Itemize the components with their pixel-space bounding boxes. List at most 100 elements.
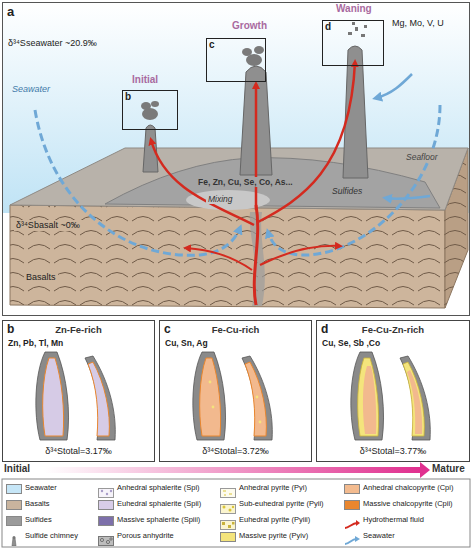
legend-swatch	[344, 500, 360, 510]
panel-letter: c	[164, 322, 171, 336]
legend-text: Anhedral chalcopyrite (Cpi)	[363, 483, 453, 492]
panel-letter: a	[7, 4, 14, 20]
chimneys	[361, 34, 365, 37]
legend-swatch	[229, 509, 232, 512]
ocean	[3, 3, 469, 213]
material-label: Basalts	[24, 272, 58, 283]
stage-label: Growth	[232, 20, 267, 32]
legend-swatch	[220, 504, 236, 514]
legend-text: Euhedral sphalerite (Spii)	[117, 499, 201, 508]
legend-text: Massive chalcopyrite (Cpii)	[363, 499, 453, 508]
flow-label: Seawater	[12, 84, 50, 95]
legend-swatch	[100, 538, 103, 541]
chimney-section-d	[351, 352, 384, 440]
isotope-value: δ³⁴Stotal=3.77‰	[360, 446, 427, 457]
hydrothermal-fluid	[260, 246, 340, 265]
chimney-section-b	[85, 356, 115, 440]
legend-swatch	[106, 540, 109, 543]
progress-arrow	[44, 467, 420, 473]
chimney-section-c	[212, 406, 215, 409]
legend-text: Anhedral sphalerite (Spi)	[117, 483, 200, 492]
surface-label: Seafloor	[404, 152, 440, 162]
stage-heading: Fe-Cu-rich	[212, 324, 260, 335]
legend-text: Basalts	[25, 499, 50, 508]
legend-text: Massive sphalerite (Spiii)	[117, 515, 200, 524]
seawater-arrows	[386, 196, 430, 199]
legend-swatch	[345, 539, 356, 544]
legend-swatch	[220, 488, 236, 498]
chimney-section-d	[403, 362, 424, 436]
chimney-section-c	[193, 352, 272, 440]
seawater-arrows	[376, 74, 412, 98]
legend-swatch	[6, 532, 22, 542]
legend-text: Euhedral pyrite (Pyiii)	[239, 515, 310, 524]
legend-swatch	[98, 532, 114, 542]
stage-axis-label: Mature	[432, 463, 465, 475]
legend-swatch	[221, 489, 236, 498]
legend-swatch	[221, 505, 236, 514]
legend-swatch	[344, 484, 360, 494]
chimneys	[141, 102, 151, 110]
panel-letter: d	[325, 21, 331, 33]
legend-swatch	[101, 490, 103, 492]
legend-text: Anhedral pyrite (Pyi)	[239, 483, 307, 492]
stage-panel: dFe-Cu-Zn-richCu, Se, Sb ,Coδ³⁴Stotal=3.…	[316, 320, 470, 462]
legend-text: Sulfide chimney	[25, 531, 78, 540]
chimneys	[355, 27, 358, 31]
chimney-section-b	[43, 358, 64, 436]
hydrothermal-fluid	[151, 62, 355, 305]
chimneys	[242, 48, 252, 56]
isotope-note: δ³⁴Sseawater ~20.9‰	[8, 38, 97, 49]
chimney-section-c	[242, 356, 272, 440]
legend-swatch	[232, 506, 234, 508]
legend-text: Hydrothermal fluid	[363, 515, 424, 524]
material-label: Sulfides	[330, 186, 364, 196]
zoom-box: c	[206, 38, 266, 82]
legend-swatch	[345, 523, 357, 528]
panel-letter: d	[321, 322, 328, 336]
chimney-section-c	[256, 396, 259, 399]
stage-panel: bZn-Fe-richZn, Pb, Tl, Mnδ³⁴Stotal=3.17‰	[2, 320, 155, 462]
stage-heading: Fe-Cu-Zn-rich	[362, 324, 424, 335]
element-list: Mg, Mo, V, U	[392, 18, 444, 29]
seawater-arrows	[35, 74, 440, 255]
legend-text: Massive pyrite (Pyiv)	[239, 531, 308, 540]
legend-swatch	[344, 536, 360, 546]
legend-text: Seawater	[25, 483, 57, 492]
legend-swatch	[98, 500, 114, 510]
legend-swatch	[98, 516, 114, 526]
element-list: Zn, Pb, Tl, Mn	[8, 338, 63, 348]
legend-swatch	[356, 520, 360, 526]
hydrothermal-fluid	[258, 62, 355, 222]
ocean	[3, 3, 469, 213]
legend-swatch	[12, 537, 16, 546]
chimneys	[348, 32, 352, 35]
legend-swatch	[220, 484, 236, 494]
chimney-section-c	[193, 352, 226, 440]
chimney-section-b	[36, 352, 69, 440]
stage-heading: Zn-Fe-rich	[55, 324, 101, 335]
chimney-section-c	[259, 421, 262, 424]
isotope-note: δ³⁴Sbasalt ~0‰	[14, 220, 82, 231]
legend-text: Sulfides	[25, 515, 52, 524]
legend-swatch	[106, 493, 108, 495]
legend-swatch	[344, 520, 360, 530]
zoom-box: d	[322, 20, 384, 66]
legend-swatch	[13, 536, 16, 539]
stage-label: Initial	[132, 74, 158, 86]
hydrothermal-fluid	[254, 205, 257, 305]
element-list: Cu, Sn, Ag	[165, 338, 208, 348]
chimney-section-d	[407, 370, 422, 434]
legend-swatch	[223, 506, 226, 509]
zoom-box: b	[122, 90, 178, 130]
sulfide-mound	[105, 158, 440, 306]
chimneys	[143, 125, 158, 172]
legend-swatch	[220, 500, 236, 510]
process-label: Mixing	[206, 194, 235, 204]
chimney-section-c	[200, 358, 221, 436]
element-list: Fe, Zn, Cu, Se, Co, As...	[196, 177, 295, 187]
progress-arrow	[420, 462, 430, 478]
legend-swatch	[6, 516, 22, 526]
